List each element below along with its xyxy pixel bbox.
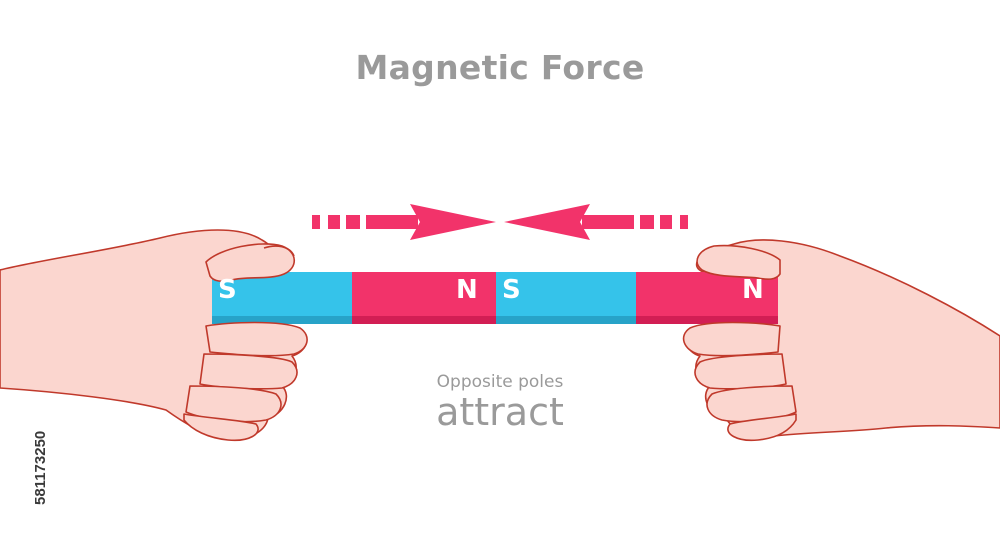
left-fingers bbox=[183, 321, 308, 442]
pole-label-s-right: S bbox=[502, 275, 521, 305]
diagram-title: Magnetic Force bbox=[355, 48, 645, 87]
stock-id-watermark: 581173250 bbox=[32, 430, 49, 505]
right-arrow bbox=[504, 204, 688, 240]
left-thumb bbox=[205, 243, 296, 282]
pole-label-n-left: N bbox=[456, 275, 478, 305]
left-arrow bbox=[312, 204, 496, 240]
right-fingers bbox=[682, 321, 797, 442]
pole-label-n-right: N bbox=[742, 275, 764, 305]
right-thumb bbox=[696, 244, 781, 280]
caption-line-2: attract bbox=[436, 390, 564, 434]
magnet-left bbox=[212, 272, 496, 324]
magnet-right bbox=[496, 272, 778, 324]
caption-line-1: Opposite poles bbox=[436, 372, 564, 392]
pole-label-s-left: S bbox=[218, 275, 237, 305]
